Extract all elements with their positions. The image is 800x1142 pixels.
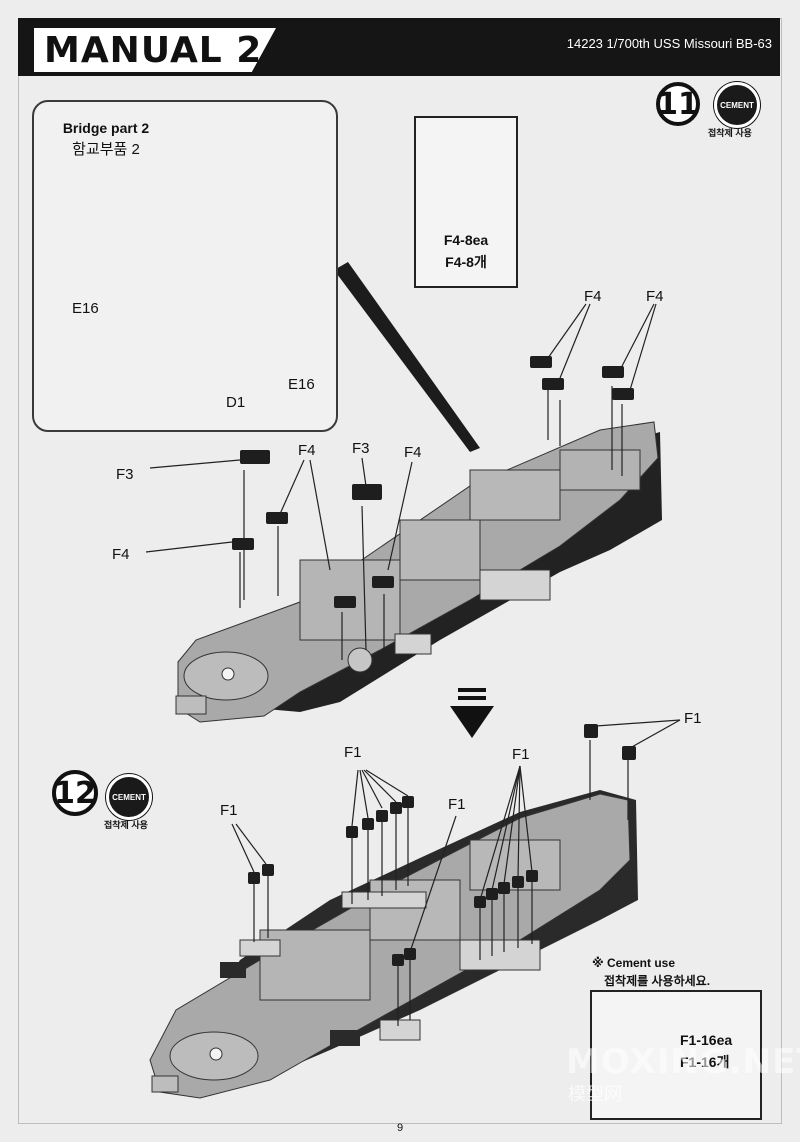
cement-icon: CEMENT (106, 774, 152, 820)
label-f4-mid-right: F4 (404, 444, 422, 461)
label-f1-right: F1 (684, 710, 702, 727)
label-e16-left: E16 (72, 300, 99, 317)
cement-note-en: ※ Cement use (592, 956, 676, 970)
cement-caption-11: 접착제 사용 (708, 128, 752, 138)
label-f1-left: F1 (220, 802, 238, 819)
bridge-inset-panel (32, 100, 338, 432)
label-f4-top-right: F4 (646, 288, 664, 305)
product-code: 14223 1/700th USS Missouri BB-63 (566, 36, 772, 51)
title-plate (34, 28, 276, 72)
step12-arrows (231, 719, 681, 1026)
label-f1-group-a: F1 (344, 744, 362, 761)
cement-caption-12: 접착제 사용 (104, 820, 148, 830)
label-f3-mid: F3 (352, 440, 370, 457)
manual-title: MANUAL 2 (44, 30, 263, 71)
step-11-number: 11 (656, 82, 700, 126)
step-down-arrow (450, 688, 494, 738)
label-f1-group-b: F1 (512, 746, 530, 763)
label-d1: D1 (226, 394, 246, 411)
inset-title-ko: 함교부품 2 (72, 141, 140, 158)
f4-quantity-en: F4-8ea (443, 232, 489, 248)
label-f4-mid-left: F4 (298, 442, 316, 459)
f1-quantity-en: F1-16ea (680, 1032, 733, 1048)
inset-pointer-wedge (334, 262, 480, 452)
step11-parts (232, 356, 634, 608)
label-f4-top-left: F4 (584, 288, 602, 305)
f1-quantity-ko: F1-16개 (680, 1054, 730, 1070)
f4-quantity-legend (414, 116, 518, 288)
f1-quantity-legend (590, 990, 762, 1120)
cement-note-ko: 접착제를 사용하세요. (604, 974, 711, 988)
label-f1-mid: F1 (448, 796, 466, 813)
inset-title-en: Bridge part 2 (62, 120, 150, 136)
step12-parts (248, 724, 636, 966)
page-number: 9 (396, 1122, 404, 1134)
f4-quantity-ko: F4-8개 (445, 254, 487, 270)
step-12-number: 12 (52, 770, 98, 816)
watermark-sub: 模型网 (568, 1084, 622, 1104)
label-e16-right: E16 (288, 376, 315, 393)
label-f4-lower-left: F4 (112, 546, 130, 563)
watermark-site: MOXING.NET (566, 1042, 800, 1082)
label-f3-left: F3 (116, 466, 134, 483)
step11-arrows (145, 303, 657, 660)
cement-icon: CEMENT (714, 82, 760, 128)
